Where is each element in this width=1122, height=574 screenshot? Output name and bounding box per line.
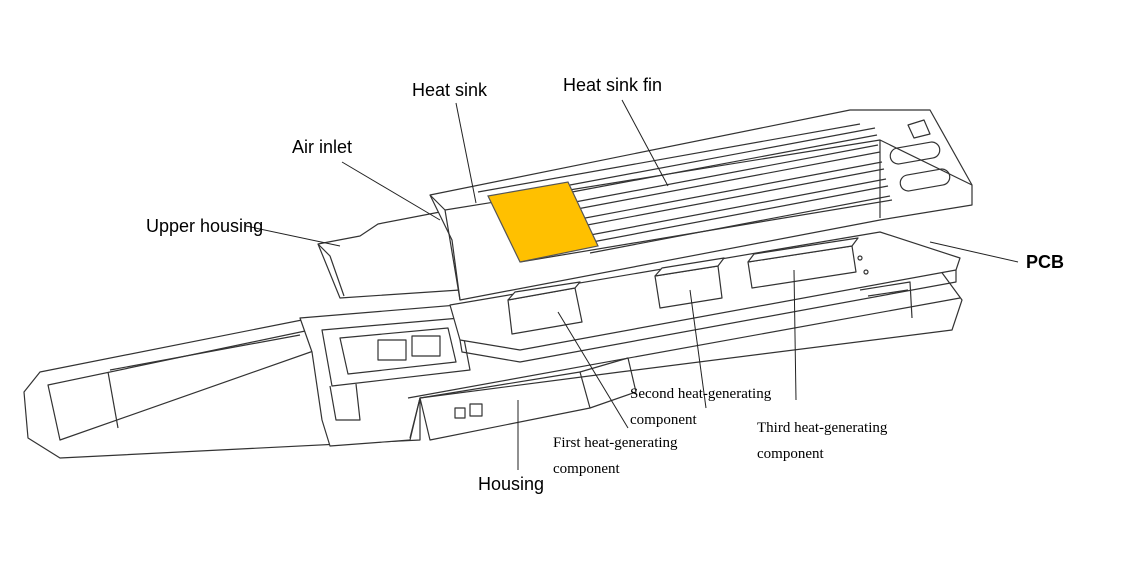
leader-lines [245,99,1019,470]
heat-sink [429,109,973,301]
leader-second-component [689,289,707,409]
first-component [507,281,583,335]
label-third-component-line2: component [757,446,824,462]
label-housing: Housing [478,474,545,494]
label-third-component: Third heat-generating component [757,415,887,467]
label-first-component: First heat-generating component [553,430,678,482]
leader-heat-sink [455,102,477,204]
leader-air-inlet [341,161,441,221]
second-component [654,257,725,309]
heat-sink-highlight-area [487,181,599,263]
heat-sink-fins [477,123,893,263]
label-second-component-line2: component [630,412,697,428]
leader-first-component [557,311,629,429]
label-heat-sink: Heat sink [412,80,488,100]
label-second-component: Second heat-generating component [630,381,771,433]
leader-pcb [929,241,1019,263]
label-upper-housing: Upper housing [146,216,264,236]
label-first-component-line2: component [553,461,620,477]
leader-third-component [793,269,797,401]
label-first-component-line1: First heat-generating [553,435,678,451]
label-pcb: PCB [1026,252,1065,272]
label-heat-sink-fin: Heat sink fin [563,75,663,95]
label-air-inlet: Air inlet [292,137,353,157]
label-second-component-line1: Second heat-generating [630,386,772,402]
leader-upper-housing [245,225,341,247]
label-third-component-line1: Third heat-generating [757,420,888,436]
connector-cage [321,317,471,421]
leader-heat-sink-fin [621,99,669,187]
third-component [747,237,859,289]
upper-housing [317,211,461,299]
